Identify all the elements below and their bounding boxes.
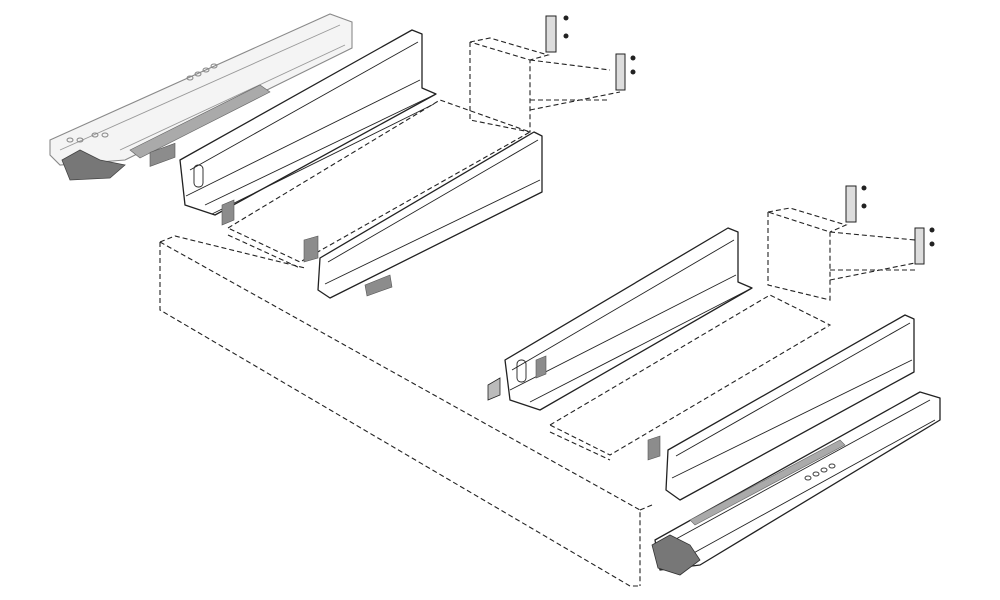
lower-pad-1 bbox=[535, 355, 547, 379]
lower-right-side-panel bbox=[647, 314, 915, 501]
lower-left-side-panel bbox=[487, 227, 753, 411]
upper-pad-1 bbox=[149, 142, 176, 167]
upper-runner-locking-device bbox=[61, 149, 126, 181]
upper-bottom-panel-outline bbox=[226, 99, 532, 269]
lower-bottom-panel-outline bbox=[548, 294, 832, 461]
upper-bracket-2 bbox=[615, 53, 636, 91]
upper-bracket-1 bbox=[545, 15, 569, 53]
lower-back-panel-outline bbox=[767, 207, 921, 301]
front-panel-outline bbox=[159, 235, 653, 587]
lower-pad-2 bbox=[647, 435, 661, 461]
upper-pad-4 bbox=[364, 274, 393, 297]
upper-runner bbox=[49, 13, 353, 181]
upper-pad-2 bbox=[221, 199, 235, 226]
upper-pad-3 bbox=[303, 235, 319, 263]
lower-runner bbox=[651, 391, 941, 576]
lower-bracket-1 bbox=[845, 185, 867, 223]
lower-bracket-2 bbox=[914, 227, 935, 265]
upper-back-panel-outline bbox=[469, 37, 621, 133]
upper-right-side-panel bbox=[303, 131, 543, 299]
lower-runner-locking-device bbox=[651, 534, 701, 576]
upper-left-side-panel bbox=[179, 29, 437, 226]
